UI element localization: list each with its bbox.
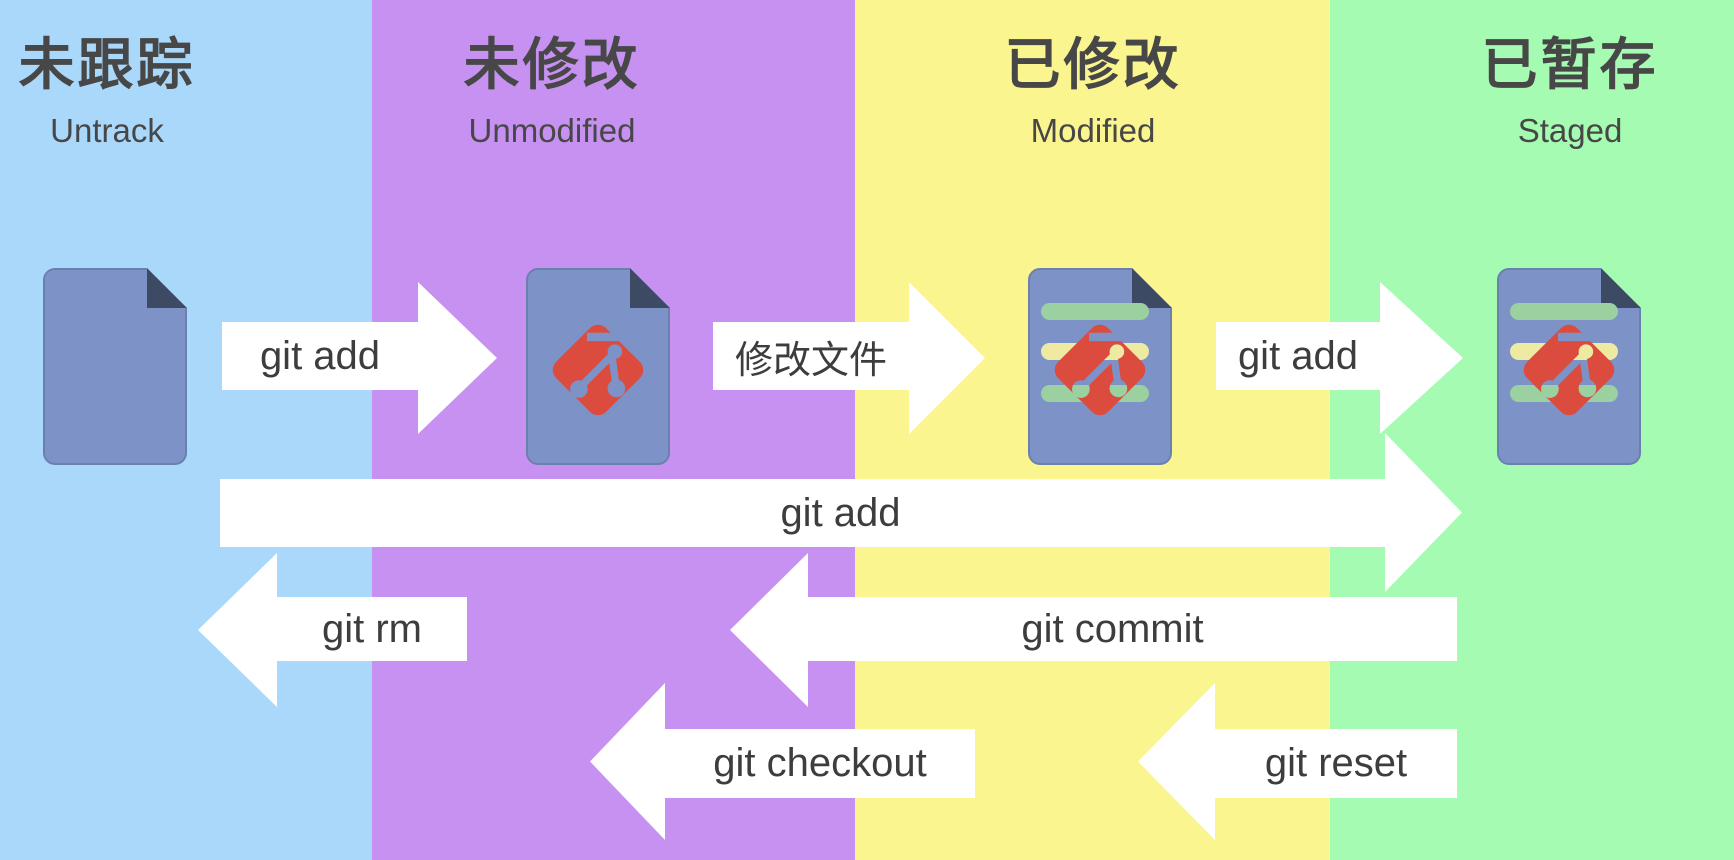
header-untracked: 未跟踪 Untrack bbox=[0, 34, 214, 150]
arrow-label: git reset bbox=[1264, 741, 1408, 785]
git-logo-icon bbox=[1054, 324, 1146, 416]
arrow-label: git commit bbox=[1021, 606, 1204, 651]
arrow-git-add-modified-to-staged: git add bbox=[1216, 282, 1463, 434]
arrow-git-rm-to-untracked: git rm bbox=[198, 553, 467, 707]
arrow-git-add-untracked-to-unmodified: git add bbox=[222, 282, 497, 434]
arrow-head-left-icon bbox=[1138, 683, 1215, 840]
arrow-label: git add bbox=[1237, 333, 1359, 378]
arrow-label: git add bbox=[259, 333, 381, 378]
arrow-head-left-icon bbox=[198, 553, 277, 707]
header-untracked-en: Untrack bbox=[50, 111, 164, 149]
header-modified-en: Modified bbox=[1030, 111, 1156, 149]
arrow-head-right-icon bbox=[1380, 282, 1463, 434]
header-modified-zh: 已修改 bbox=[1004, 33, 1182, 96]
header-staged: 已暂存 Staged bbox=[1390, 34, 1734, 150]
arrow-git-commit-staged-to-unmodified: git commit bbox=[730, 553, 1457, 707]
arrow-label: git rm bbox=[322, 606, 422, 651]
arrow-modify-file-unmodified-to-modified: 修改文件 bbox=[713, 282, 985, 434]
arrow-head-right-icon bbox=[909, 282, 985, 434]
header-unmodified-zh: 未修改 bbox=[463, 33, 641, 96]
header-modified: 已修改 Modified bbox=[893, 34, 1293, 150]
file-icon-modified bbox=[1028, 268, 1172, 465]
arrow-head-left-icon bbox=[590, 683, 665, 840]
file-icon-staged bbox=[1497, 268, 1641, 465]
header-unmodified: 未修改 Unmodified bbox=[352, 34, 752, 150]
arrow-git-checkout-modified-to-unmodified: git checkout bbox=[590, 683, 975, 840]
header-staged-zh: 已暂存 bbox=[1481, 33, 1659, 96]
text-line-bar bbox=[1510, 303, 1618, 320]
arrow-label: git add bbox=[780, 490, 901, 535]
text-line-bar bbox=[1041, 303, 1149, 320]
header-staged-en: Staged bbox=[1517, 111, 1623, 149]
arrow-label: git checkout bbox=[713, 741, 927, 785]
git-logo-icon bbox=[552, 324, 644, 416]
file-icon-untracked bbox=[43, 268, 187, 465]
git-logo-icon bbox=[1523, 324, 1615, 416]
arrow-label: 修改文件 bbox=[734, 339, 887, 382]
arrow-head-right-icon bbox=[418, 282, 497, 434]
arrow-git-reset-staged-to-modified: git reset bbox=[1138, 683, 1457, 840]
header-untracked-zh: 未跟踪 bbox=[18, 33, 196, 96]
header-unmodified-en: Unmodified bbox=[468, 111, 636, 149]
arrow-git-add-untracked-to-staged: git add bbox=[220, 433, 1462, 592]
